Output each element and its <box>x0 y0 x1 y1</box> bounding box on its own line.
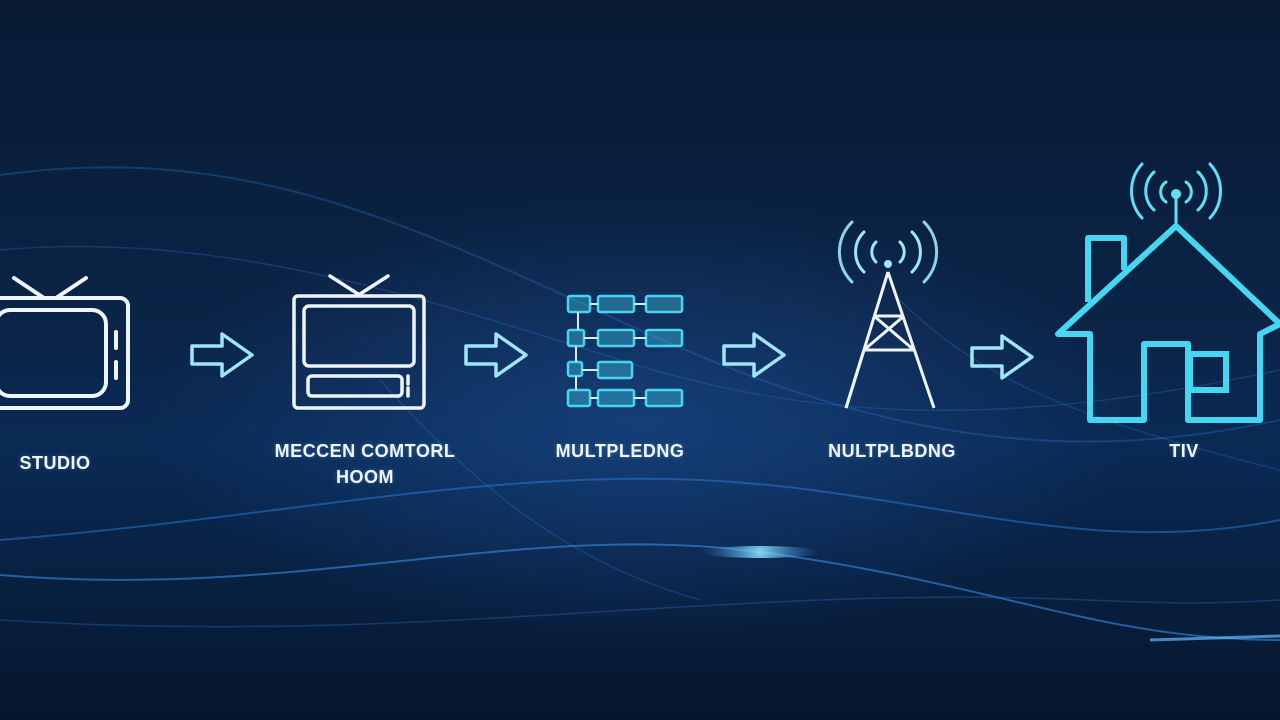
multiplexer-icon <box>562 290 692 415</box>
stage-label-line: STUDIO <box>19 453 91 473</box>
stage-label-line: NULTPLBDNG <box>828 441 956 461</box>
house-antenna-icon <box>1048 162 1280 424</box>
stage-label-multiplexing-2: NULTPLBDNG <box>800 440 984 462</box>
arrow-right-icon <box>720 330 790 380</box>
stage-label-studio: STUDIO <box>0 452 110 474</box>
broadcast-tower-icon <box>837 220 939 412</box>
stage-label-multiplexing-1: MULTPLEDNG <box>530 440 710 462</box>
arrow-right-icon <box>462 330 532 380</box>
stage-label-line: MECCEN COMTORL <box>274 441 456 461</box>
stage-label-home: TIV <box>1144 440 1224 462</box>
stage-label-line: HOOM <box>336 467 394 487</box>
stage-label-master-control: MECCEN COMTORL HOOM <box>265 440 465 488</box>
tv-monitor-icon <box>290 270 430 415</box>
arrow-right-icon <box>188 330 258 380</box>
arrow-right-icon <box>968 332 1038 382</box>
tv-icon <box>0 270 140 420</box>
stage-label-line: TIV <box>1169 441 1199 461</box>
stage-label-line: MULTPLEDNG <box>555 441 685 461</box>
